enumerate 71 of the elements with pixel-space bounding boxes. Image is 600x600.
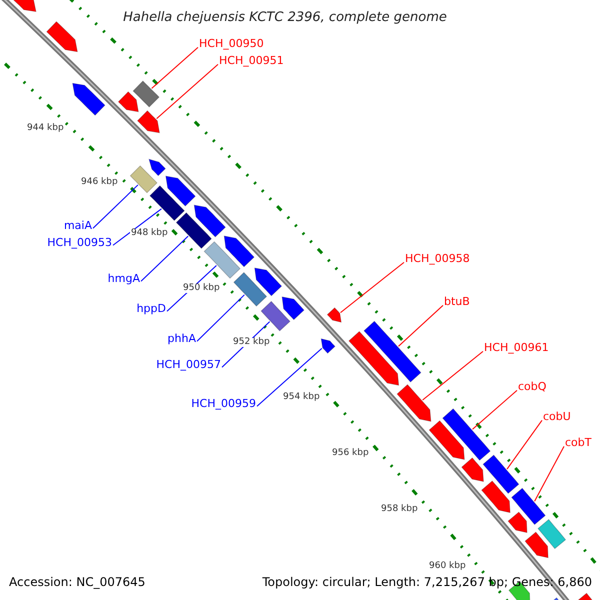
- scale-label: 948 kbp: [130, 229, 169, 238]
- gene-feature: [224, 236, 255, 268]
- gene-label: HCH_00953: [47, 237, 112, 248]
- gene-feature: [72, 82, 106, 116]
- leader-line: [340, 262, 404, 314]
- scale-label: 952 kbp: [232, 338, 271, 347]
- gene-feature: [538, 519, 566, 550]
- gene-label: HCH_00961: [484, 342, 549, 353]
- gene-label: cobU: [543, 411, 571, 422]
- scale-label: 954 kbp: [282, 393, 321, 402]
- gene-feature: [524, 532, 548, 558]
- leader-line: [422, 350, 484, 401]
- gene-feature: [148, 158, 166, 176]
- gene-feature: [348, 331, 400, 386]
- gene-label: maiA: [64, 220, 92, 231]
- gene-feature: [118, 91, 139, 112]
- gene-label: btuB: [444, 296, 470, 307]
- leader-line: [472, 390, 518, 430]
- footer-text: Accession: NC_007645: [9, 576, 146, 588]
- gene-label: HCH_00950: [199, 38, 264, 49]
- gene-feature: [46, 21, 78, 52]
- gene-feature: [282, 296, 304, 320]
- gene-feature: [320, 338, 336, 354]
- scale-label: 958 kbp: [380, 505, 419, 514]
- gene-feature: [481, 480, 510, 514]
- scale-label: 944 kbp: [26, 124, 65, 133]
- leader-line: [196, 294, 245, 342]
- leader-line: [92, 184, 138, 229]
- gene-feature: [176, 212, 212, 249]
- gene-label: hppD: [136, 303, 166, 314]
- scale-label: 946 kbp: [80, 178, 119, 187]
- scale-label: 960 kbp: [428, 562, 467, 571]
- leader-line: [506, 420, 542, 470]
- gene-feature: [254, 268, 282, 296]
- gene-label: phhA: [168, 333, 196, 344]
- diagram-title: Hahella chejuensis KCTC 2396, complete genome: [122, 11, 448, 24]
- gene-feature: [482, 454, 520, 494]
- leader-line: [398, 304, 444, 347]
- gene-feature: [204, 241, 241, 279]
- gene-label: HCH_00959: [191, 398, 256, 409]
- gene-feature: [194, 204, 226, 238]
- gene-feature: [260, 300, 290, 332]
- gene-label: cobT: [565, 437, 592, 448]
- gene-feature: [428, 420, 465, 460]
- gene-feature: [508, 512, 528, 534]
- gene-feature: [326, 307, 342, 323]
- leader-line: [140, 236, 189, 282]
- scale-label: 956 kbp: [331, 449, 370, 458]
- gene-feature: [396, 384, 432, 422]
- gene-feature: [511, 488, 546, 525]
- gene-feature: [364, 320, 422, 382]
- leader-line: [534, 446, 564, 502]
- gene-feature: [461, 457, 484, 482]
- gene-label: HCH_00958: [405, 253, 470, 264]
- gene-feature: [130, 165, 158, 194]
- leader-line: [156, 64, 218, 120]
- leader-line: [256, 348, 322, 407]
- gene-feature: [132, 80, 160, 108]
- gene-feature: [165, 176, 196, 206]
- leader-line: [112, 208, 162, 246]
- gene-feature: [137, 110, 160, 134]
- leader-line: [151, 46, 198, 89]
- gene-feature: [233, 272, 268, 307]
- scale-label: 950 kbp: [182, 284, 221, 293]
- gene-label: hmgA: [108, 273, 140, 284]
- gene-feature: [442, 408, 491, 461]
- gene-label: HCH_00957: [156, 359, 221, 370]
- gene-feature: [149, 185, 185, 221]
- gene-label: HCH_00951: [219, 55, 284, 66]
- gene-feature: [575, 592, 595, 600]
- gene-label: cobQ: [518, 381, 546, 392]
